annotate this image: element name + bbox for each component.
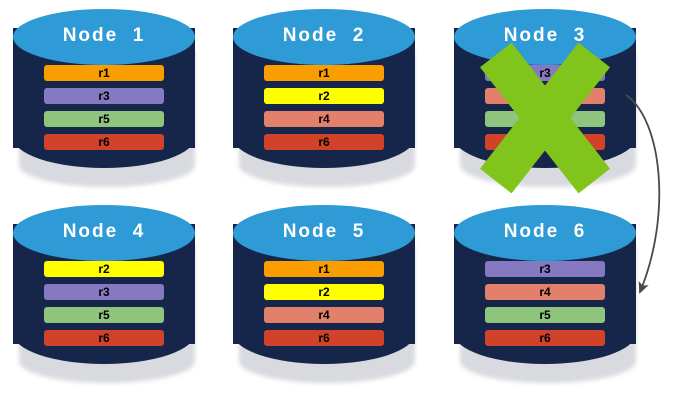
record-bar[interactable]: r6 <box>485 330 605 346</box>
record-bar[interactable]: r6 <box>44 330 164 346</box>
record-bar[interactable] <box>485 111 605 127</box>
record-bar[interactable]: r6 <box>264 330 384 346</box>
record-list-4: r2 r3 r5 r6 <box>44 261 164 346</box>
record-list-2: r1 r2 r4 r6 <box>264 65 384 150</box>
record-bar[interactable]: r3 <box>485 261 605 277</box>
record-bar[interactable]: r4 <box>264 111 384 127</box>
cylinder-top-ellipse <box>454 205 636 261</box>
node-cylinder-5[interactable]: Node 5 r1 r2 r4 r6 <box>233 205 415 385</box>
record-bar[interactable]: r5 <box>44 111 164 127</box>
record-bar[interactable]: r2 <box>264 284 384 300</box>
record-bar[interactable]: r3 <box>44 284 164 300</box>
node-label-6: Node 6 <box>503 221 587 242</box>
record-bar[interactable]: r2 <box>264 88 384 104</box>
record-bar[interactable]: r4 <box>485 284 605 300</box>
record-bar[interactable]: r6 <box>264 134 384 150</box>
node-cylinder-2[interactable]: Node 2 r1 r2 r4 r6 <box>233 9 415 189</box>
record-list-1: r1 r3 r5 r6 <box>44 65 164 150</box>
record-bar[interactable] <box>485 88 605 104</box>
node-label-3: Node 3 <box>503 25 587 46</box>
node-cylinder-1[interactable]: Node 1 r1 r3 r5 r6 <box>13 9 195 189</box>
cylinder-top-ellipse <box>13 9 195 65</box>
node-cylinder-6[interactable]: Node 6 r3 r4 r5 r6 <box>454 205 636 385</box>
cylinder-top-ellipse <box>233 9 415 65</box>
node-label-2: Node 2 <box>282 25 366 46</box>
record-bar[interactable]: r4 <box>264 307 384 323</box>
cylinder-top-ellipse <box>13 205 195 261</box>
node-label-1: Node 1 <box>62 25 146 46</box>
record-bar[interactable]: r1 <box>44 65 164 81</box>
record-bar[interactable]: r6 <box>44 134 164 150</box>
node-label-5: Node 5 <box>282 221 366 242</box>
record-bar[interactable]: r1 <box>264 261 384 277</box>
node-label-4: Node 4 <box>62 221 146 242</box>
node-cylinder-3[interactable]: Node 3 r3 <box>454 9 636 194</box>
record-list-6: r3 r4 r5 r6 <box>485 261 605 346</box>
record-bar[interactable] <box>485 134 605 150</box>
record-bar[interactable]: r5 <box>44 307 164 323</box>
record-list-3: r3 <box>485 65 605 150</box>
record-bar[interactable]: r3 <box>485 65 605 81</box>
record-list-5: r1 r2 r4 r6 <box>264 261 384 346</box>
cylinder-top-ellipse <box>233 205 415 261</box>
record-bar[interactable]: r3 <box>44 88 164 104</box>
node-cylinder-4[interactable]: Node 4 r2 r3 r5 r6 <box>13 205 195 385</box>
record-bar[interactable]: r5 <box>485 307 605 323</box>
record-bar[interactable]: r1 <box>264 65 384 81</box>
record-bar[interactable]: r2 <box>44 261 164 277</box>
